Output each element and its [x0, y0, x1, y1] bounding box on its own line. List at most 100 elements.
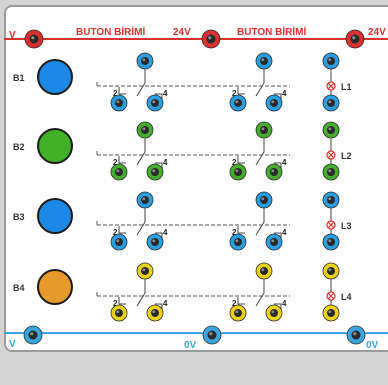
no-number: 4 [163, 228, 168, 237]
no-lead [274, 303, 282, 310]
actuator-link [96, 292, 290, 297]
push-button-b2 [37, 128, 73, 164]
switch-blade [136, 221, 146, 236]
no-terminal-shine [152, 169, 156, 173]
nc-terminal-hole [115, 238, 123, 246]
common-terminal-shine [142, 268, 146, 272]
nc-terminal [229, 304, 247, 322]
red-rail-jack-2-shine [208, 36, 212, 40]
no-terminal-shine [271, 169, 275, 173]
voltage-bottom-right: 0V [366, 340, 379, 351]
common-terminal [255, 121, 273, 139]
lamp-bottom-terminal [322, 233, 340, 251]
nc-lead [237, 156, 245, 164]
common-terminal-hole [260, 126, 268, 134]
no-terminal [265, 304, 283, 322]
common-terminal-shine [261, 268, 265, 272]
lamp-bottom-terminal-shine [328, 239, 332, 243]
no-terminal-hole [270, 309, 278, 317]
blue-rail-jack-1 [23, 325, 43, 345]
lamp-label-l1: L1 [341, 82, 352, 92]
no-lead [274, 93, 282, 100]
no-terminal-hole [151, 309, 159, 317]
rail-jacks [23, 29, 366, 345]
no-lead [155, 162, 163, 169]
nc-lead [118, 226, 126, 234]
nc-terminal-hole [234, 168, 242, 176]
lamp-top-terminal-shine [328, 58, 332, 62]
no-number: 4 [282, 89, 287, 98]
common-terminal-hole [260, 196, 268, 204]
nc-terminal [110, 304, 128, 322]
lamp-bottom-terminal-hole [327, 238, 335, 246]
common-terminal [136, 121, 154, 139]
nc-terminal-shine [116, 310, 120, 314]
no-number: 4 [163, 89, 168, 98]
common-terminal [136, 191, 154, 209]
nc-lead [237, 226, 245, 234]
switch-blade [255, 292, 265, 307]
common-terminal-shine [261, 197, 265, 201]
button-label-b1: B1 [13, 73, 25, 83]
nc-number: 2 [113, 158, 118, 167]
nc-terminal-hole [115, 99, 123, 107]
no-terminal [146, 163, 164, 181]
button-label-b4: B4 [13, 283, 25, 293]
no-terminal-hole [270, 99, 278, 107]
no-lead [155, 303, 163, 310]
no-terminal-shine [152, 239, 156, 243]
nc-terminal-hole [234, 99, 242, 107]
nc-terminal [110, 94, 128, 112]
no-terminal [146, 304, 164, 322]
edge-left-bottom-label: V [9, 339, 16, 350]
title-left: BUTON BİRİMİ [76, 25, 145, 38]
nc-terminal [229, 233, 247, 251]
switch-blade [136, 82, 146, 97]
lamp-top-terminal [322, 191, 340, 209]
lamp-label-l4: L4 [341, 292, 352, 302]
lamp-bottom-terminal-shine [328, 310, 332, 314]
nc-lead [118, 87, 126, 95]
nc-number: 2 [232, 89, 237, 98]
no-terminal-shine [152, 100, 156, 104]
no-terminal-hole [151, 168, 159, 176]
lamp-bottom-terminal [322, 304, 340, 322]
lamp-bottom-terminal [322, 94, 340, 112]
common-terminal-shine [142, 197, 146, 201]
title-right: BUTON BİRİMİ [237, 25, 306, 38]
no-terminal-shine [271, 239, 275, 243]
no-lead [155, 232, 163, 239]
no-terminal [265, 233, 283, 251]
no-lead [155, 93, 163, 100]
button-label-b3: B3 [13, 212, 25, 222]
no-terminal [265, 94, 283, 112]
no-terminal-shine [271, 100, 275, 104]
voltage-bottom-middle: 0V [184, 340, 197, 351]
red-rail-jack-1-hole [29, 34, 39, 44]
nc-terminal-shine [116, 100, 120, 104]
common-terminal [136, 262, 154, 280]
no-terminal-hole [151, 238, 159, 246]
no-terminal-shine [271, 310, 275, 314]
actuator-link [96, 82, 290, 87]
blue-rail-jack-1-shine [30, 332, 34, 336]
lamp-bottom-terminal-shine [328, 100, 332, 104]
blue-rail-jack-3-shine [353, 332, 357, 336]
nc-lead [237, 297, 245, 305]
red-rail-jack-3-hole [350, 34, 360, 44]
lamp-top-terminal-hole [327, 57, 335, 65]
common-terminal [255, 262, 273, 280]
lamp-top-terminal-hole [327, 126, 335, 134]
